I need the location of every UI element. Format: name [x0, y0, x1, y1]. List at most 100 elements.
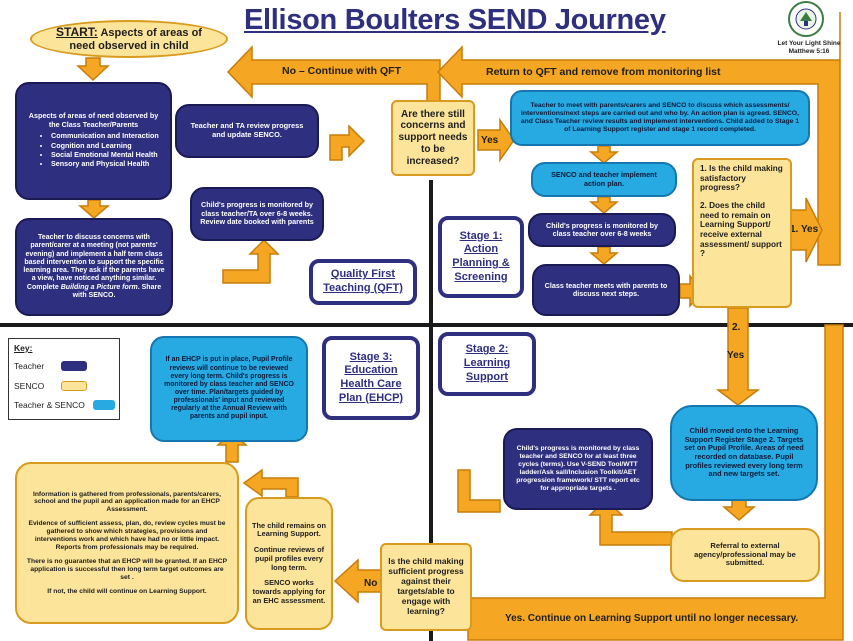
monitored-qft-box: Child's progress is monitored by class t… — [190, 187, 324, 241]
start-label: START: — [56, 25, 98, 40]
info-gathered-para: Information is gathered from professiona… — [32, 490, 222, 514]
referral-box: Referral to external agency/professional… — [670, 528, 820, 582]
quadrant-divider-horizontal — [0, 323, 853, 327]
arrow-start-down — [76, 57, 110, 82]
aspects-item: Sensory and Physical Health — [51, 159, 159, 168]
start-text: Aspects of areas of need observed in chi… — [69, 27, 202, 52]
arrow-implement-down — [588, 196, 620, 214]
aspects-list: Communication and Interaction Cognition … — [23, 131, 159, 170]
label-yes: Yes — [481, 135, 499, 146]
stage-qft-line: Quality First — [330, 268, 396, 281]
senco-implement-text: SENCO and teacher implement action plan. — [551, 170, 657, 188]
decision-progress: 1. Is the child making satisfactory prog… — [692, 158, 792, 308]
review-senco-text: Teacher and TA review progress and updat… — [190, 121, 304, 139]
key-both-label: Teacher & SENCO — [14, 400, 85, 410]
remains-line: Continue reviews of pupil profiles every… — [253, 545, 325, 572]
logo-motto-line1: Let Your Light Shine — [777, 40, 841, 47]
arrow-monitored-down — [588, 246, 620, 265]
remains-line: The child remains on Learning Support. — [252, 520, 326, 539]
stage2-line: Stage 2: — [465, 343, 509, 356]
stage1-meeting-text: Teacher to meet with parents/carers and … — [520, 101, 800, 134]
stage1-line: Planning & — [452, 257, 510, 269]
monitored-s1-box: Child's progress is monitored by class t… — [528, 213, 676, 247]
info-gathered-para: There is no guarantee that an EHCP will … — [26, 557, 228, 581]
info-gathered-para: Evidence of sufficient assess, plan, do,… — [28, 520, 226, 551]
decision-progress-q2: 2. Does the child need to remain on Lear… — [700, 201, 782, 259]
aspects-box: Aspects of areas of need observed by the… — [15, 82, 172, 200]
key-title: Key: — [14, 343, 33, 353]
label-no-continue-qft: No – Continue with QFT — [282, 65, 401, 77]
stage3-line: Plan (EHCP) — [338, 391, 404, 404]
arrow-no-to-remains — [333, 558, 383, 604]
aspects-item: Communication and Interaction — [51, 131, 159, 140]
aspects-item: Cognition and Learning — [51, 141, 159, 150]
stage2-register-text: Child moved onto the Learning Support Re… — [684, 425, 804, 479]
arrow-yes-continue — [467, 324, 844, 641]
remains-line: SENCO works towards applying for an EHC … — [252, 578, 326, 605]
meets-parents-text: Class teacher meets with parents to disc… — [544, 280, 668, 298]
info-gathered-box: Information is gathered from professiona… — [15, 462, 239, 624]
label-one-yes: 1. Yes — [790, 224, 819, 235]
stage1-meeting-box: Teacher to meet with parents/carers and … — [510, 90, 810, 146]
arrow-meet-down — [588, 145, 620, 164]
monitored-s1-text: Child's progress is monitored by class t… — [546, 220, 658, 238]
label-two: 2. — [732, 322, 741, 333]
page-title: Ellison Boulters SEND Journey — [244, 4, 666, 36]
arrow-discuss-to-monitored — [222, 238, 280, 284]
school-logo — [784, 0, 828, 38]
monitored-s2-text: Child's progress is monitored by class t… — [516, 445, 640, 492]
arrow-yes-to-stage1 — [477, 117, 515, 163]
stage1-line: Screening — [454, 270, 508, 283]
decision-sufficient-text: Is the child making sufficient progress … — [388, 556, 464, 616]
arrow-monitored-to-review — [329, 124, 366, 161]
stage3-line: Stage 3: — [349, 350, 393, 363]
stage3-line: Education — [344, 364, 398, 377]
arrow-decision2-yes — [789, 197, 823, 263]
monitored-qft-text: Child's progress is monitored by class t… — [200, 200, 314, 227]
stage2-register-box: Child moved onto the Learning Support Re… — [670, 405, 818, 501]
stage3-line: Health Care — [340, 378, 402, 390]
key-legend: Key: Teacher SENCO Teacher & SENCO — [8, 338, 120, 420]
stage2-line: Learning — [463, 357, 511, 370]
decision-sufficient-progress: Is the child making sufficient progress … — [380, 543, 472, 631]
arrow-stage2-down — [721, 499, 757, 521]
arrow-return-qft — [436, 12, 841, 266]
stage-qft-line: Teaching (QFT) — [323, 282, 403, 294]
logo-motto-line2: Matthew 5:16 — [788, 48, 830, 55]
building-picture-form: Building a Picture form — [60, 283, 138, 291]
quadrant-divider-vertical — [429, 180, 433, 641]
decision-concerns-text: Are there still concerns and support nee… — [398, 108, 468, 167]
discuss-text: Teacher to discuss concerns with parent/… — [23, 234, 165, 291]
decision-progress-q1: 1. Is the child making satisfactory prog… — [700, 164, 783, 193]
aspects-heading: Aspects of areas of need observed by the… — [28, 111, 159, 129]
key-senco-label: SENCO — [14, 381, 45, 391]
stage1-line: Stage 1: — [459, 229, 503, 242]
key-teacher-swatch — [61, 361, 87, 371]
aspects-item: Social Emotional Mental Health — [51, 150, 159, 159]
stage2-line: Support — [465, 370, 509, 383]
meets-parents-box: Class teacher meets with parents to disc… — [532, 264, 680, 316]
label-return-qft: Return to QFT and remove from monitoring… — [486, 66, 721, 78]
label-no: No — [364, 578, 378, 589]
stage2-label: Stage 2: Learning Support — [438, 332, 536, 396]
arrow-aspects-down — [77, 199, 111, 219]
arrow-monitored-to-decision3 — [457, 469, 501, 513]
monitored-s2-box: Child's progress is monitored by class t… — [503, 428, 653, 510]
key-both-swatch — [93, 400, 115, 410]
decision-concerns: Are there still concerns and support nee… — [391, 100, 475, 176]
remains-box: The child remains on Learning Support. C… — [245, 497, 333, 630]
start-oval: START: Aspects of areas of need observed… — [30, 20, 228, 58]
stage3-label: Stage 3: Education Health Care Plan (EHC… — [322, 336, 420, 420]
ehcp-in-place-box: If an EHCP is put in place, Pupil Profil… — [150, 336, 308, 442]
label-yes-continue: Yes. Continue on Learning Support until … — [505, 613, 799, 624]
ehcp-in-place-text: If an EHCP is put in place, Pupil Profil… — [164, 356, 294, 421]
discuss-text-end: . Share with SENCO. — [72, 283, 162, 299]
review-senco-box: Teacher and TA review progress and updat… — [175, 104, 319, 158]
referral-text: Referral to external agency/professional… — [694, 540, 796, 568]
key-senco-swatch — [61, 381, 87, 391]
label-yes-2: Yes — [727, 350, 745, 361]
stage1-label: Stage 1: Action Planning & Screening — [438, 216, 524, 298]
stage-qft-label: Quality First Teaching (QFT) — [309, 259, 417, 305]
senco-implement-box: SENCO and teacher implement action plan. — [531, 162, 677, 197]
